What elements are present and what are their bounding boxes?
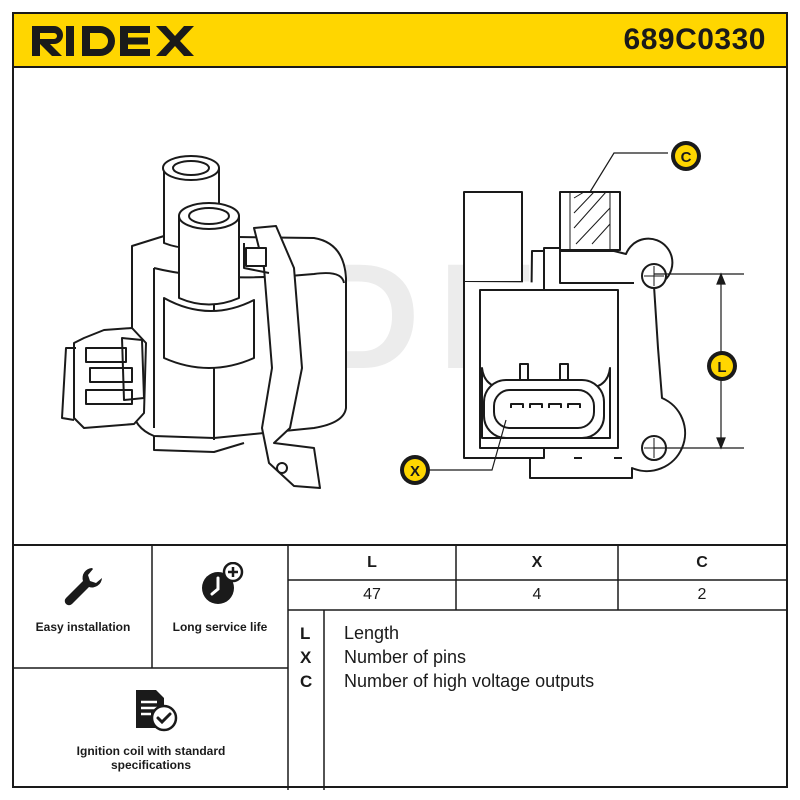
callout-x: X — [400, 455, 430, 485]
clock-plus-icon — [202, 562, 244, 604]
spec-legend: L Length X Number of pins C Number of hi… — [288, 610, 786, 790]
coil-perspective-view — [61, 155, 347, 489]
feature-label-long-service-life: Long service life — [172, 620, 268, 634]
feature-easy-installation: Easy installation — [14, 546, 152, 668]
callout-x-label: X — [410, 463, 420, 480]
spec-header-l: L — [367, 554, 377, 571]
leader-c — [589, 152, 668, 193]
callout-c-label: C — [681, 149, 692, 166]
spec-value-x: 4 — [532, 586, 542, 603]
document-check-icon — [136, 690, 178, 732]
callout-l-label: L — [717, 359, 726, 376]
info-block: Easy installation Long service life Igni… — [14, 544, 786, 790]
header-bar: 689C0330 — [14, 14, 786, 68]
legend-key-x: X — [300, 648, 312, 667]
technical-drawing: RIDEX — [14, 68, 786, 544]
legend-text-c: Number of high voltage outputs — [344, 671, 595, 691]
feature-label-standard-specifications: Ignition coil with standard specificatio… — [76, 744, 226, 772]
wrench-icon — [64, 568, 102, 606]
legend-text-x: Number of pins — [344, 647, 467, 667]
drawing-canvas: RIDEX — [61, 141, 744, 489]
feature-long-service-life: Long service life — [152, 546, 288, 668]
feature-standard-specifications: Ignition coil with standard specificatio… — [14, 668, 288, 790]
spec-header-c: C — [696, 554, 708, 571]
feature-label-easy-installation: Easy installation — [35, 620, 131, 634]
spec-value-l: 47 — [363, 586, 381, 603]
legend-text-l: Length — [344, 623, 400, 643]
coil-orthographic-view — [463, 191, 687, 479]
spec-header-x: X — [531, 554, 543, 571]
info-grid — [14, 546, 786, 790]
part-number: 689C0330 — [623, 23, 766, 56]
spec-value-c: 2 — [697, 586, 707, 603]
legend-key-c: C — [300, 672, 313, 691]
leader-x — [424, 419, 507, 471]
callout-c: C — [671, 141, 701, 171]
product-sheet: 689C0330 RIDEX — [12, 12, 788, 790]
legend-key-l: L — [300, 624, 311, 643]
brand-logo — [32, 26, 194, 56]
callout-l: L — [707, 351, 737, 381]
